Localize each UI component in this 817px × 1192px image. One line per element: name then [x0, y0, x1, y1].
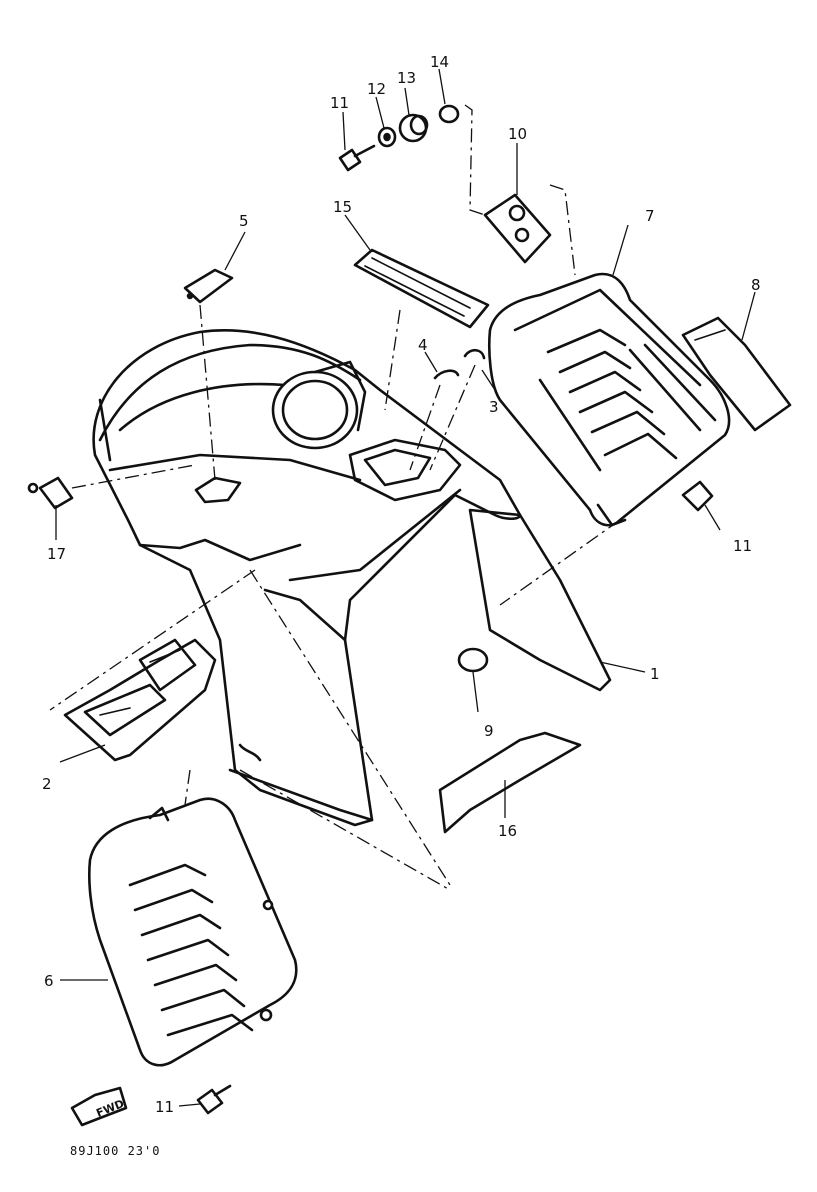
callout-12: 12 [367, 80, 386, 98]
callout-11-right: 11 [733, 537, 752, 555]
part-15-grille-plate [353, 248, 490, 329]
part-4-pin [433, 369, 460, 380]
callout-2: 2 [42, 775, 52, 793]
part-12-washer [377, 126, 397, 148]
part-11-bolt-right [681, 480, 714, 512]
callout-17: 17 [47, 545, 66, 563]
drawing-code: 89J100 23'0 [70, 1144, 160, 1158]
part-13-grommet [398, 113, 429, 143]
part-6-left-side-panel [88, 797, 298, 1067]
callout-14: 14 [430, 53, 449, 71]
callout-labels: 1 2 3 4 5 6 7 8 9 10 11 12 13 14 15 16 1… [42, 53, 761, 1116]
callout-16: 16 [498, 822, 517, 840]
part-5-clip [183, 268, 234, 304]
part-2-switch-bracket [63, 638, 217, 762]
callout-3: 3 [489, 398, 499, 416]
callout-4: 4 [418, 336, 428, 354]
part-7-right-side-panel [488, 272, 731, 527]
callout-15: 15 [333, 198, 352, 216]
forward-arrow-icon: FWD [70, 1086, 128, 1127]
callout-9: 9 [484, 722, 494, 740]
callout-1: 1 [650, 665, 660, 683]
part-16-trim-piece [438, 731, 582, 834]
part-11-bolt-top [338, 144, 376, 172]
part-3-clip [463, 348, 486, 360]
callout-5: 5 [239, 212, 249, 230]
part-9-grommet [457, 647, 489, 673]
callout-7: 7 [645, 207, 655, 225]
part-17-clip [27, 476, 74, 510]
part-11-bolt-bottom [196, 1084, 232, 1115]
callout-13: 13 [397, 69, 416, 87]
callout-11-top: 11 [330, 94, 349, 112]
part-14-collar [438, 104, 460, 124]
alignment-lines [49, 104, 621, 891]
part-8-right-pad [681, 316, 792, 432]
callout-6: 6 [44, 972, 54, 990]
part-1-body-cover [92, 329, 612, 827]
part-10-lock-bracket [483, 193, 552, 264]
callout-10: 10 [508, 125, 527, 143]
callout-leaders [55, 68, 756, 1107]
callout-8: 8 [751, 276, 761, 294]
callout-11-bottom: 11 [155, 1098, 174, 1116]
